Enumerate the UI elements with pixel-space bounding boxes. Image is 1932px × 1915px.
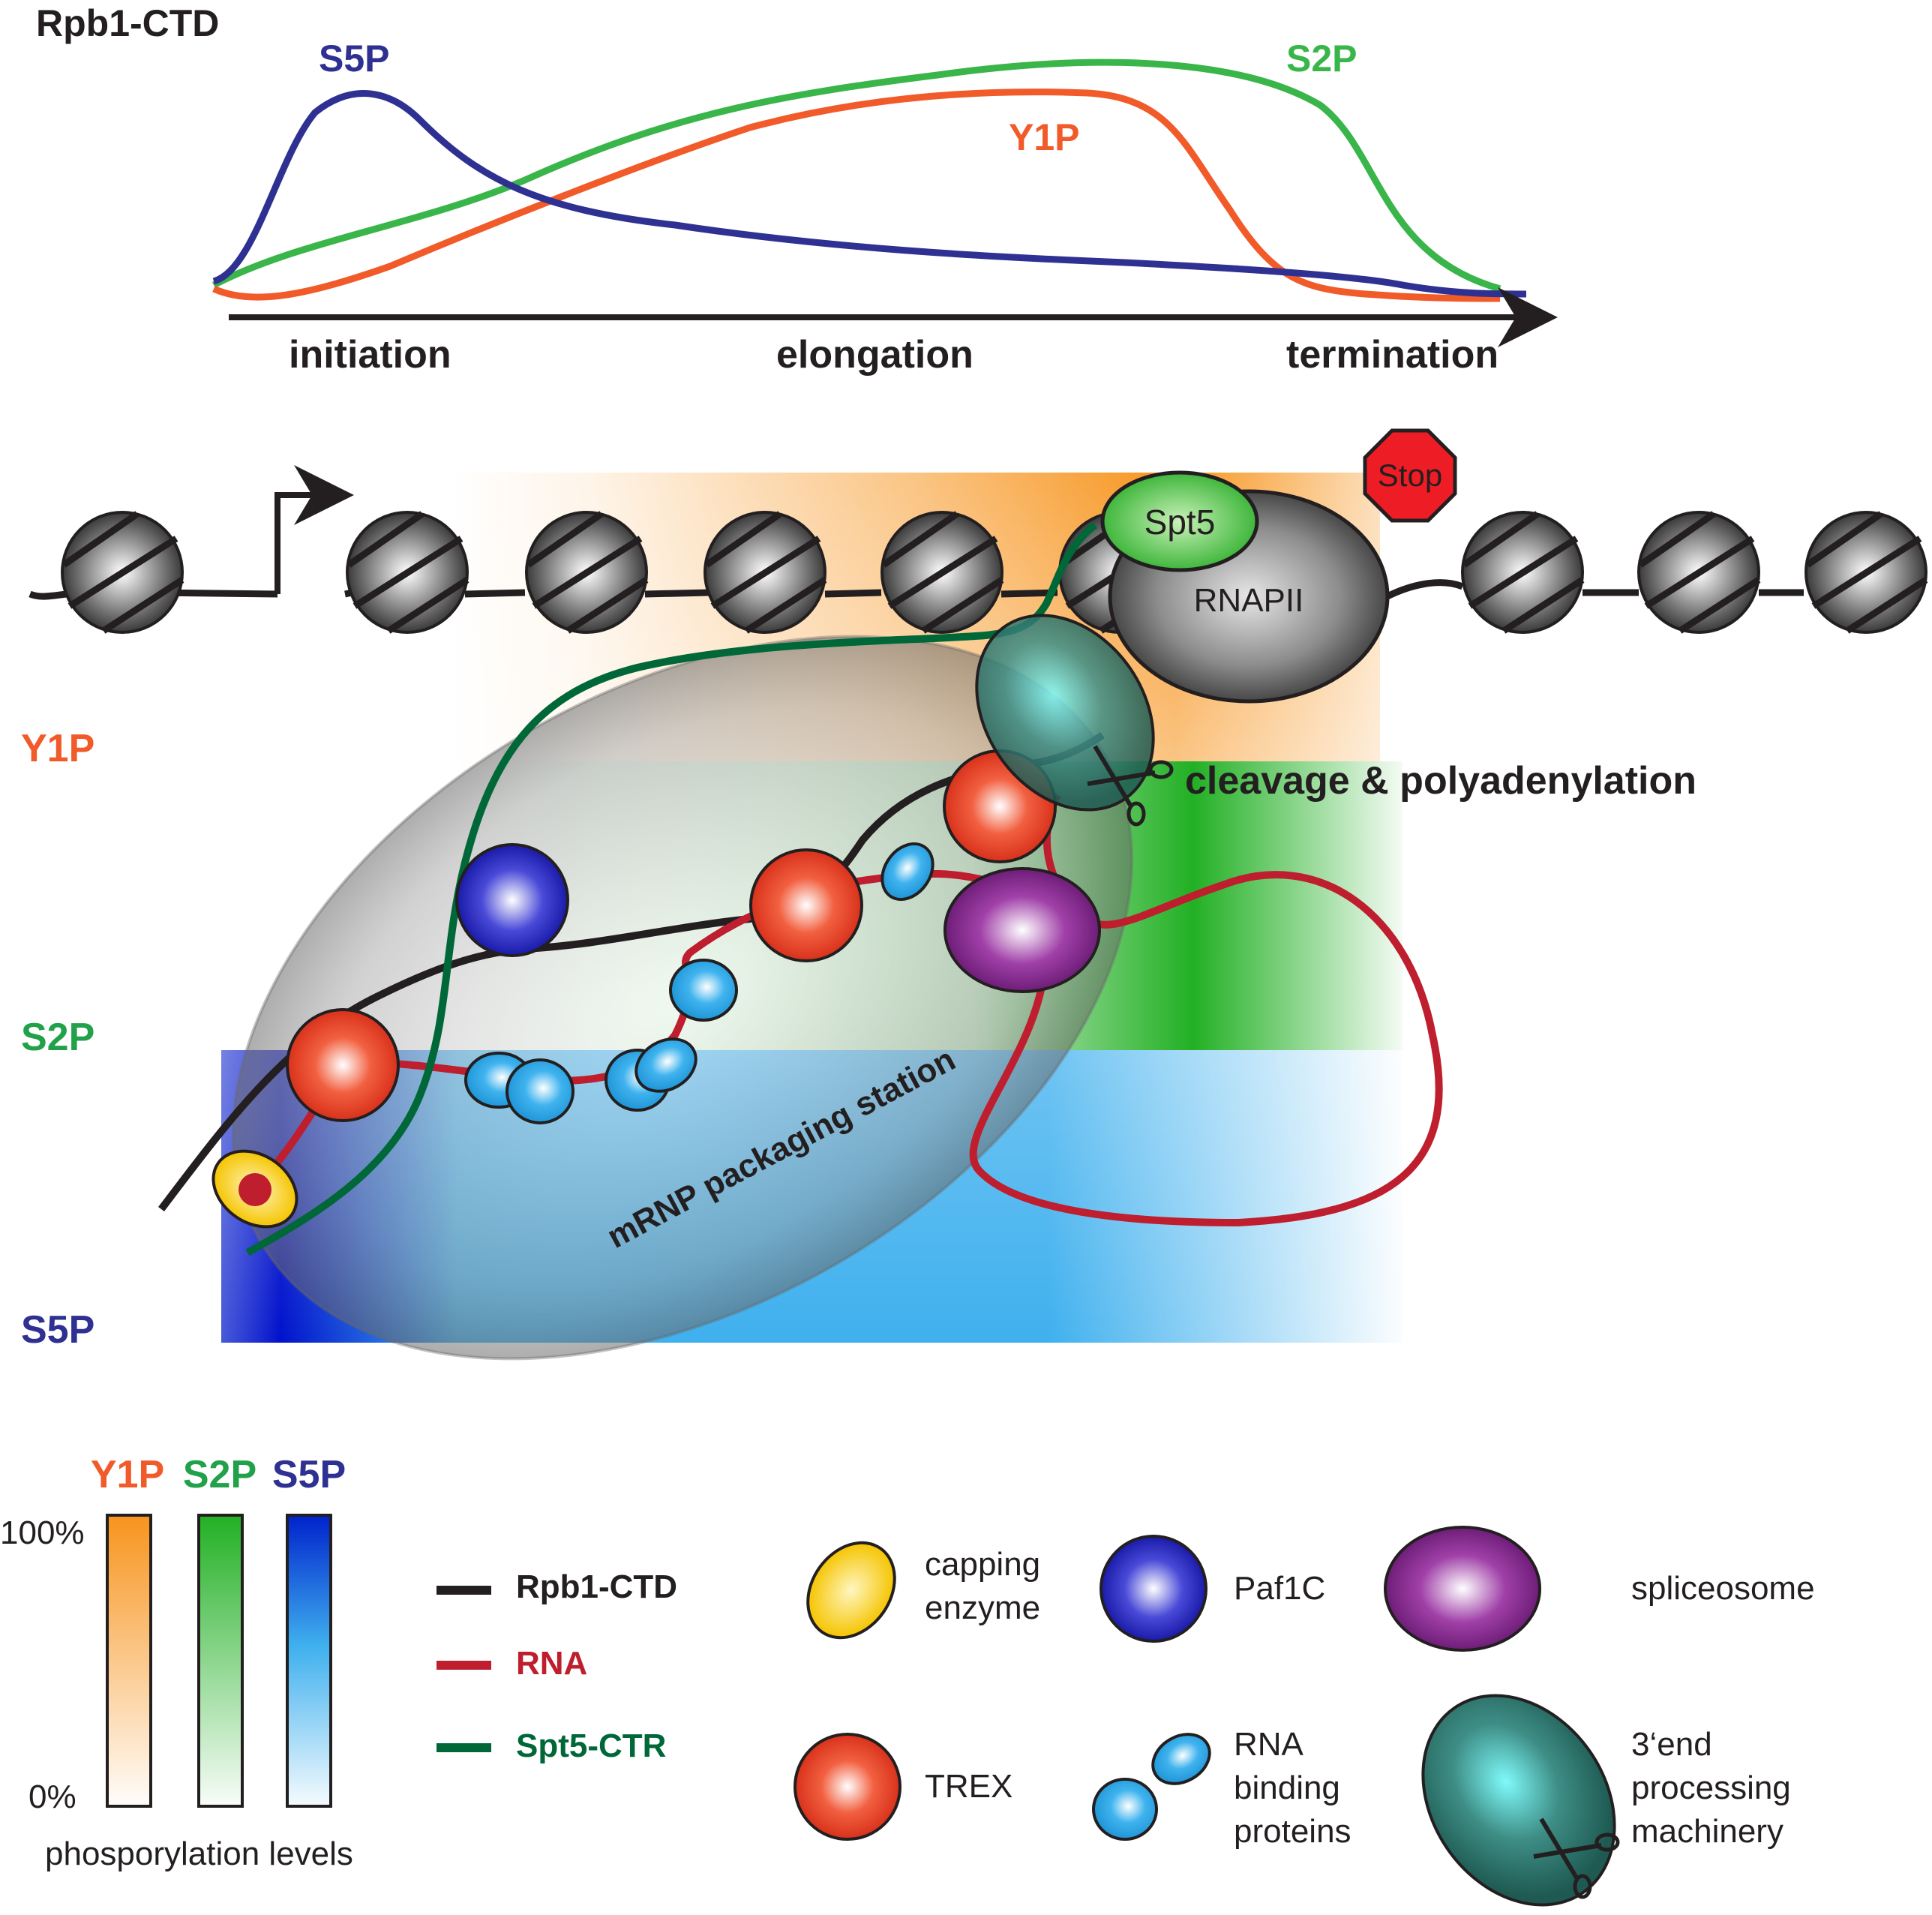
scale-bar-s2p [197,1514,244,1808]
stage-elongation: elongation [776,333,974,377]
legend-paf1c-label: Paf1C [1234,1570,1325,1607]
spliceosome [944,867,1101,993]
cleavage-polyadenylation-label: cleavage & polyadenylation [1185,759,1696,803]
legend-capping-enzyme-icon [806,1541,896,1640]
scissors-icon [1087,745,1174,827]
paf1c [455,843,569,957]
stop-label: Stop [1378,458,1442,493]
legend-trex-icon [794,1733,902,1841]
legend-label-rna: RNA [516,1645,587,1682]
legend-spliceosome-label: spliceosome [1631,1570,1815,1607]
y1p-curve-label: Y1P [1009,116,1080,158]
nucleosome-icon [1804,511,1928,634]
profile-title: Rpb1-CTD [36,2,219,44]
ctd-profile-plot: Rpb1-CTD S5P S2P Y1P initiation elongati… [36,2,1558,377]
scissors-icon [1533,1817,1620,1899]
phospho-scale-legend: Y1P S2P S5P 100% 0% phosporylation level… [0,1453,353,1872]
s5p-curve-label: S5P [319,38,390,80]
legend-paf1c-icon [1100,1535,1208,1643]
nucleosome-icon [1637,511,1761,634]
rna-binding-protein [669,959,738,1022]
scale-bar-y1p [106,1514,152,1808]
stage-termination: termination [1286,333,1498,377]
line-legend: Rpb1-CTD RNA Spt5-CTR [436,1568,677,1764]
legend-rbp-icon [1151,1733,1211,1785]
legend-label-spt5-ctr: Spt5-CTR [516,1727,666,1764]
y1p-curve [212,89,1501,302]
legend-3end-processing-icon [1421,1694,1616,1907]
factor-legend: capping enzyme Paf1C spliceosome TREX RN… [794,1526,1815,1907]
trex [286,1008,400,1122]
factor_legend-processing-line-1: processing [1631,1769,1791,1806]
scale-header-s2p: S2P [183,1453,256,1496]
track-label-s2p: S2P [21,1016,94,1059]
legend-capping-label: capping enzyme [925,1546,1049,1626]
trex [749,848,863,962]
spt5-label: Spt5 [1144,503,1216,542]
scale-min-label: 0% [28,1778,76,1815]
factor_legend-processing-line-2: machinery [1631,1813,1784,1850]
spt5: Spt5 [1100,470,1259,572]
rna-cap [238,1173,272,1206]
promoter-arrow-icon [274,465,354,594]
scale-caption: phosporylation levels [45,1835,353,1872]
legend-rbp-icon [1092,1778,1158,1841]
scale-max-label: 100% [0,1514,85,1551]
dna-template [28,465,1804,600]
legend-label-rpb1-ctd: Rpb1-CTD [516,1568,677,1605]
nucleosome-icon [61,511,184,634]
rna-binding-protein [880,842,934,902]
nucleosome-icon [525,511,649,634]
legend-trex-label: TREX [925,1768,1012,1805]
s5p-curve [212,90,1527,298]
legend-spliceosome-icon [1384,1526,1541,1652]
nucleosomes [61,511,1928,634]
s2p-curve [212,59,1502,293]
nucleosome-icon [704,511,827,634]
factor_legend-rbp-line-2: proteins [1234,1813,1352,1850]
rna-binding-protein [506,1058,574,1124]
rnapii-label: RNAPII [1194,582,1304,619]
track-label-y1p: Y1P [21,727,94,770]
stop-sign-icon: Stop [1363,428,1457,523]
track-label-s5p: S5P [21,1308,94,1352]
nucleosome-icon [1461,511,1585,634]
factor_legend-capping-line-1: enzyme [925,1589,1040,1626]
factors-main [212,614,1174,1229]
stage-initiation: initiation [289,333,452,377]
rna-binding-protein [634,1037,698,1093]
nucleosome-icon [346,511,470,634]
factor_legend-rbp-line-1: binding [1234,1769,1340,1806]
nucleosome-icon [880,511,1004,634]
scale-header-y1p: Y1P [91,1453,164,1496]
scale-bar-s5p [286,1514,332,1808]
scale-header-s5p: S5P [272,1453,346,1496]
s2p-curve-label: S2P [1286,38,1358,80]
